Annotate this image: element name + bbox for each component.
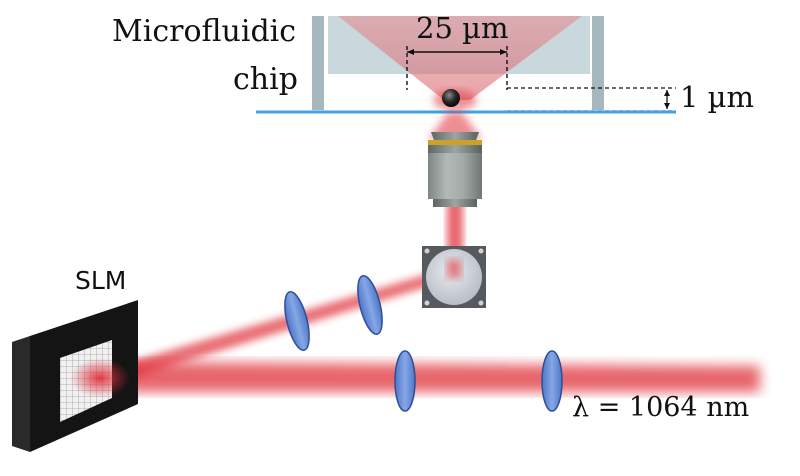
objective-collar <box>428 145 482 153</box>
relay-lens-2 <box>357 275 383 335</box>
chip-right-wall <box>592 16 604 110</box>
width-dimension <box>406 46 508 90</box>
gap-label: 1 µm <box>680 80 755 114</box>
spatial-light-modulator <box>12 300 138 452</box>
objective-band <box>428 140 482 145</box>
lenses <box>284 275 563 412</box>
width-label: 25 µm <box>416 11 509 45</box>
expander-lens-1 <box>394 350 416 412</box>
mirror-reflection-beam <box>447 260 461 278</box>
objective-lens <box>428 132 482 207</box>
expander-lens-2 <box>541 350 563 412</box>
focused-beam-cone <box>338 16 582 100</box>
objective-tip <box>431 132 479 140</box>
relay-lens-1 <box>284 291 310 351</box>
input-beam <box>120 362 760 392</box>
slm-side <box>12 336 30 452</box>
mirror-screw-tl <box>424 248 430 254</box>
wavelength-label: λ = 1064 nm <box>572 392 750 423</box>
objective-base <box>433 199 477 207</box>
trapped-bead <box>442 89 460 107</box>
mirror-screw-bl <box>424 300 430 306</box>
slm-label: SLM <box>75 266 127 295</box>
chip-left-wall <box>312 16 324 110</box>
mirror-screw-tr <box>478 248 484 254</box>
chip-label-line2: chip <box>233 62 298 97</box>
chip-label: Microfluidic <box>112 14 297 49</box>
mirror-screw-br <box>478 300 484 306</box>
slm-beam-spot <box>70 358 130 398</box>
objective-body <box>428 153 482 199</box>
